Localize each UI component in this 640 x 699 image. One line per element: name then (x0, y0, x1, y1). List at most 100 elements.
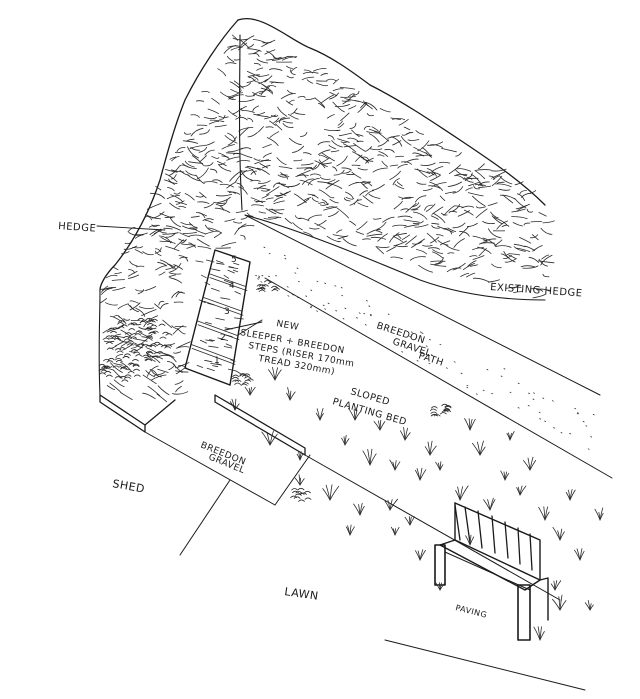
hedge-foliage-stroke (422, 245, 433, 247)
hedge-foliage-stroke (326, 114, 335, 119)
shrub-leaf (292, 490, 299, 494)
grass-tuft (589, 604, 594, 611)
hedge-foliage-stroke (430, 263, 447, 267)
gravel-stipple (341, 294, 344, 297)
hedge-foliage-stroke (184, 132, 192, 135)
hedge-foliage-stroke (337, 123, 345, 128)
grass-tuft (479, 446, 486, 456)
gravel-stipple (310, 289, 313, 291)
step-tread (202, 296, 243, 312)
hedge-foliage-stroke (361, 156, 370, 161)
hedge-foliage-stroke (392, 178, 400, 186)
hedge-foliage-stroke (305, 97, 316, 101)
hedge-foliage-stroke (389, 164, 399, 167)
shrub-leaf (441, 403, 449, 407)
grass-tuft (389, 498, 398, 511)
grass-tuft (509, 431, 515, 441)
hedge-foliage-stroke (156, 393, 167, 403)
hedge-foliage-stroke (155, 248, 162, 253)
hedge-foliage-stroke (182, 231, 197, 234)
hedge-foliage-stroke (360, 181, 368, 189)
hedge-foliage-stroke (532, 245, 543, 252)
sleeper-grain (198, 299, 206, 304)
hedge-foliage-stroke (478, 185, 492, 189)
hedge-foliage-stroke (208, 121, 220, 125)
hedge-foliage-stroke (343, 197, 351, 202)
gravel-stipple (356, 317, 358, 319)
hedge-foliage-stroke (357, 167, 368, 171)
hedge-foliage-stroke (290, 108, 298, 115)
hedge-foliage-stroke (259, 163, 268, 169)
hedge-foliage-stroke (296, 167, 312, 169)
sleeper-grain (209, 339, 215, 342)
hedge-foliage-stroke (423, 188, 433, 191)
hedge-foliage-stroke (337, 120, 343, 126)
hedge-foliage-stroke (447, 181, 462, 187)
hedge-foliage-stroke (506, 254, 517, 260)
hedge-foliage-stroke (132, 338, 148, 342)
gravel-stipple (363, 312, 366, 315)
shrub-leaf (232, 376, 239, 380)
gravel-stipple (429, 339, 431, 341)
hedge-foliage-stroke (332, 88, 344, 92)
hedge-foliage-stroke (168, 263, 182, 273)
shrub-leaf (117, 322, 124, 325)
hedge-foliage-stroke (261, 194, 270, 199)
shrub-leaf (105, 335, 113, 338)
hedge-foliage-stroke (240, 153, 253, 159)
step-number: 3 (224, 307, 230, 317)
step-tread (208, 273, 247, 287)
shrub-leaf (293, 496, 301, 499)
hedge-foliage-stroke (482, 221, 495, 225)
hedge-foliage-stroke (482, 237, 497, 247)
shrub-leaf (268, 281, 275, 285)
hedge-foliage-stroke (154, 303, 161, 309)
hedge-foliage-stroke (112, 266, 119, 271)
hedge-foliage-stroke (523, 222, 531, 226)
hedge-foliage-stroke (240, 234, 246, 240)
hedge-foliage-stroke (124, 242, 132, 245)
hedge-foliage-stroke (505, 286, 522, 289)
hedge-foliage-stroke (101, 288, 110, 295)
grass-tuft (523, 460, 531, 471)
grass-tuft (289, 391, 296, 401)
label-path-line3: PATH (417, 350, 445, 368)
hedge-foliage-stroke (413, 146, 428, 154)
hedge-foliage-stroke (238, 82, 252, 88)
step-tread (196, 320, 239, 337)
hedge-foliage-stroke (508, 253, 521, 256)
hedge-foliage-stroke (377, 139, 389, 147)
hedge-foliage-stroke (446, 267, 462, 273)
shrub-leaf (433, 414, 441, 417)
hedge-foliage-stroke (213, 201, 226, 204)
hedge-foliage-stroke (237, 225, 255, 229)
gravel-stipple (466, 386, 469, 389)
hedge-foliage-stroke (313, 67, 327, 72)
hedge-foliage-stroke (355, 154, 363, 162)
hedge-foliage-stroke (224, 135, 238, 144)
hedge-foliage-stroke (199, 155, 207, 163)
shrub-leaf (146, 335, 153, 338)
gravel-stipple (553, 427, 555, 429)
hedge-foliage-stroke (377, 233, 388, 242)
hedge-foliage-stroke (420, 162, 436, 166)
hedge-foliage-stroke (463, 263, 475, 270)
shrub-leaf (130, 336, 137, 339)
step-riser (191, 348, 236, 365)
hedge-foliage-stroke (123, 318, 131, 321)
sleeper-grain (206, 259, 215, 263)
grass-tuft (369, 448, 373, 466)
hedge-foliage-stroke (269, 81, 285, 84)
hedge-foliage-stroke (157, 261, 167, 267)
shrub-leaf (153, 341, 161, 345)
gravel-stipple (533, 392, 535, 394)
hedge-foliage-stroke (188, 222, 198, 228)
sleeper-grain (223, 274, 230, 279)
shrub-leaf (232, 379, 239, 382)
hedge-foliage-stroke (170, 174, 177, 180)
grass-tuft (529, 456, 534, 471)
grass-tuft (316, 408, 321, 421)
hedge-foliage-stroke (364, 146, 373, 152)
grass-tuft (329, 485, 340, 501)
hedge-foliage-stroke (100, 287, 113, 290)
